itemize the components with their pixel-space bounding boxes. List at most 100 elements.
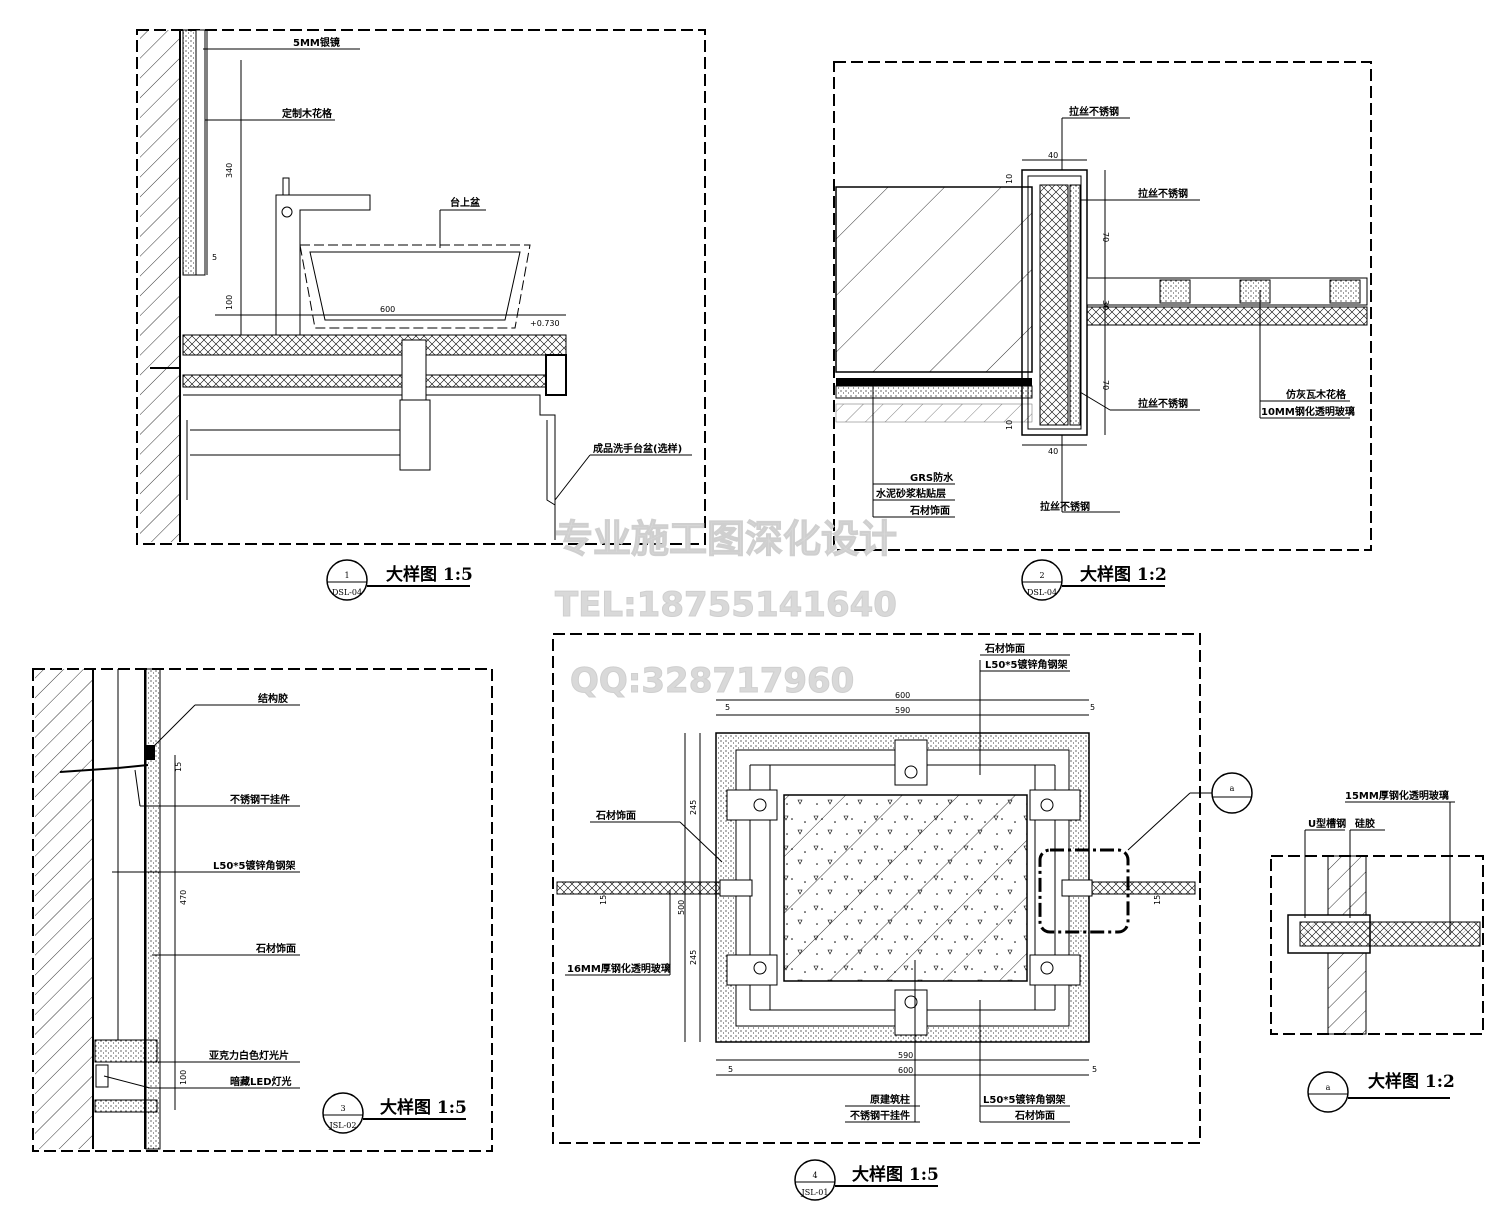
tile-lattice [1086, 277, 1368, 306]
watermark-qq: QQ:328717960 [570, 661, 854, 701]
label-stone-top: 石材饰面 [984, 642, 1025, 655]
svg-text:590: 590 [895, 706, 910, 715]
title-detail-3: 大样图 1:5 [380, 1097, 467, 1118]
label-acrylic: 亚克力白色灯光片 [209, 1049, 289, 1062]
dim-5: 5 [212, 253, 217, 262]
vessel-basin [299, 244, 531, 329]
label-hanger: 不锈钢干挂件 [230, 793, 290, 806]
label-steel-right-bottom: 拉丝不锈钢 [1138, 397, 1188, 410]
svg-text:40: 40 [1048, 151, 1058, 160]
svg-text:70: 70 [1101, 380, 1110, 390]
label-hanger: 不锈钢干挂件 [850, 1109, 910, 1122]
svg-text:245: 245 [689, 800, 698, 815]
detail-2-frame [833, 61, 1372, 551]
label-glass-16mm: 16MM厚钢化透明玻璃 [567, 962, 671, 975]
svg-text:5: 5 [728, 1065, 733, 1074]
callout-a-bubble [1211, 772, 1253, 814]
bubble-4 [794, 1159, 836, 1201]
svg-text:DSL-04: DSL-04 [1027, 588, 1057, 597]
watermark: 专业施工图深化设计 TEL:18755141640 QQ:328717960 [555, 517, 898, 702]
bubble-1 [326, 559, 368, 601]
svg-text:15: 15 [174, 762, 183, 772]
svg-text:600: 600 [895, 691, 910, 700]
label-mirror: 5MM银镜 [293, 36, 340, 49]
label-mortar: 水泥砂浆粘贴层 [875, 487, 946, 500]
label-u-channel: U型槽钢 [1308, 817, 1346, 830]
svg-text:1: 1 [344, 571, 349, 580]
stone-slab [835, 186, 1033, 373]
detail-1: 340 5 100 600 +0.730 5MM银镜 定制木花格 台上盆 成品洗… [136, 29, 706, 601]
svg-text:600: 600 [898, 1066, 913, 1075]
detail-a: U型槽钢 硅胶 15MM厚钢化透明玻璃 a 大样图 1:2 [1270, 789, 1484, 1113]
svg-text:10: 10 [1005, 174, 1014, 184]
watermark-title: 专业施工图深化设计 [555, 517, 897, 561]
svg-text:JSL-02: JSL-02 [329, 1121, 357, 1130]
svg-text:2: 2 [1039, 571, 1044, 580]
detail-a-frame [1270, 855, 1484, 1035]
label-basin: 台上盆 [450, 196, 481, 209]
watermark-tel: TEL:18755141640 [555, 585, 897, 625]
svg-text:15: 15 [1153, 895, 1162, 905]
svg-text:15: 15 [599, 895, 608, 905]
label-wood-lattice: 定制木花格 [282, 107, 333, 120]
bubble-2 [1021, 559, 1063, 601]
title-detail-1: 大样图 1:5 [386, 564, 473, 585]
detail-3: 15 470 100 结构胶 不锈钢干挂件 L50*5镀锌角钢架 石材饰面 亚克… [32, 668, 493, 1152]
label-steel-top: 拉丝不锈钢 [1069, 105, 1119, 118]
stone-face [145, 668, 161, 1150]
bubble-3 [322, 1092, 364, 1134]
label-glass-15mm: 15MM厚钢化透明玻璃 [1345, 789, 1449, 802]
svg-text:470: 470 [179, 890, 188, 905]
svg-text:70: 70 [1101, 232, 1110, 242]
svg-text:100: 100 [179, 1070, 188, 1085]
label-tile-lattice: 仿灰瓦木花格 [1286, 388, 1347, 401]
label-structural-glue: 结构胶 [258, 692, 288, 705]
svg-text:590: 590 [898, 1051, 913, 1060]
label-angle-top: L50*5镀锌角钢架 [985, 658, 1067, 671]
svg-text:JSL-01: JSL-01 [801, 1188, 829, 1197]
label-steel-bottom: 拉丝不锈钢 [1040, 500, 1090, 513]
level-mark: +0.730 [530, 319, 560, 328]
detail-4-frame [552, 633, 1201, 1144]
svg-text:500: 500 [677, 900, 686, 915]
wall-hatch [140, 30, 180, 542]
svg-text:5: 5 [1090, 703, 1095, 712]
detail-2: 40 10 70 30 70 10 40 拉丝不锈钢 拉丝不锈钢 拉丝不锈钢 拉… [833, 61, 1372, 601]
hanger-bottom [894, 989, 928, 1036]
label-angle-steel: L50*5镀锌角钢架 [213, 859, 295, 872]
svg-text:a: a [1230, 784, 1235, 793]
dim-340: 340 [225, 163, 234, 178]
countertop [182, 334, 567, 356]
label-silicone: 硅胶 [1355, 817, 1375, 830]
detail-4: a 600 590 5 5 245 500 245 590 600 15 15 … [552, 633, 1253, 1201]
label-column: 原建筑柱 [870, 1093, 910, 1106]
svg-text:10: 10 [1005, 420, 1014, 430]
glass-left [556, 881, 723, 895]
label-vanity: 成品洗手台盆(选样) [593, 442, 682, 455]
svg-text:5: 5 [1092, 1065, 1097, 1074]
svg-text:40: 40 [1048, 447, 1058, 456]
label-stone-bottom: 石材饰面 [1014, 1109, 1055, 1122]
label-steel-right-top: 拉丝不锈钢 [1138, 187, 1188, 200]
callout-a-box [1038, 848, 1130, 934]
label-stone: 石材饰面 [255, 942, 296, 955]
svg-text:30: 30 [1101, 300, 1110, 310]
svg-text:DSL-04: DSL-04 [332, 588, 362, 597]
label-led: 暗藏LED灯光 [230, 1075, 292, 1088]
label-waterproof: GRS防水 [910, 471, 954, 484]
hanger-top [894, 739, 928, 786]
svg-text:4: 4 [812, 1171, 817, 1180]
title-detail-2: 大样图 1:2 [1080, 564, 1167, 585]
glass-right [1074, 881, 1196, 895]
svg-text:245: 245 [689, 950, 698, 965]
dim-600: 600 [380, 305, 395, 314]
dim-100: 100 [225, 295, 234, 310]
svg-text:3: 3 [340, 1104, 345, 1113]
svg-text:a: a [1326, 1083, 1331, 1092]
title-detail-a: 大样图 1:2 [1368, 1071, 1455, 1092]
bubble-a [1307, 1071, 1349, 1113]
label-stone-left: 石材饰面 [595, 809, 636, 822]
detail-3-frame [32, 668, 493, 1152]
label-stone: 石材饰面 [909, 504, 950, 517]
